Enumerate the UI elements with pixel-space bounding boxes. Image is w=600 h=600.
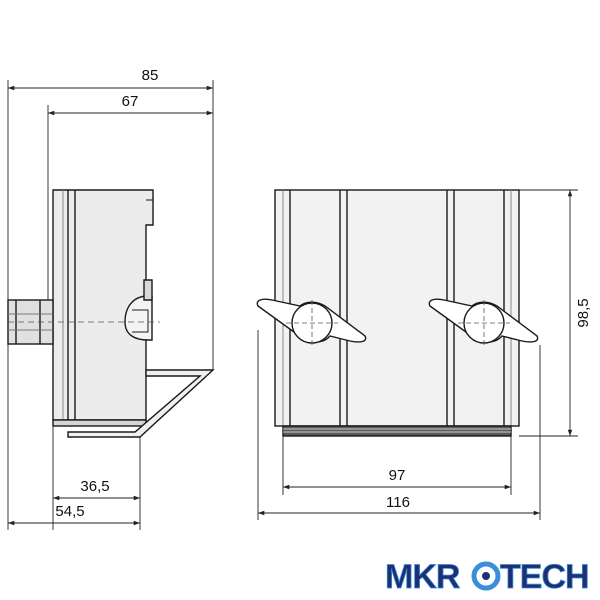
side-base-plate	[52, 419, 147, 427]
logo-text-tech: TECH	[500, 558, 589, 596]
side-view	[7, 189, 215, 438]
svg-text:MKR: MKR	[385, 558, 460, 596]
front-latch-left	[256, 298, 367, 346]
dimension-lines	[7, 80, 578, 530]
dim-36-5-label: 36,5	[80, 478, 109, 495]
front-base-strip	[282, 425, 512, 437]
logo-o-icon	[471, 561, 501, 591]
front-view	[256, 189, 539, 437]
dim-98-5-label: 98,5	[575, 298, 592, 327]
svg-text:TECH: TECH	[500, 558, 589, 596]
dim-67-label: 67	[122, 93, 139, 110]
dim-116-label: 116	[386, 494, 410, 511]
logo-text-mkr: MKR	[385, 558, 460, 596]
side-lever	[67, 369, 215, 438]
front-latch-right	[428, 298, 539, 346]
dim-97-label: 97	[389, 467, 406, 484]
side-latch	[124, 295, 153, 341]
dim-85-label: 85	[142, 67, 159, 84]
dim-54-5-label: 54,5	[55, 503, 84, 520]
brand-logo: MKR TECH	[385, 558, 590, 597]
